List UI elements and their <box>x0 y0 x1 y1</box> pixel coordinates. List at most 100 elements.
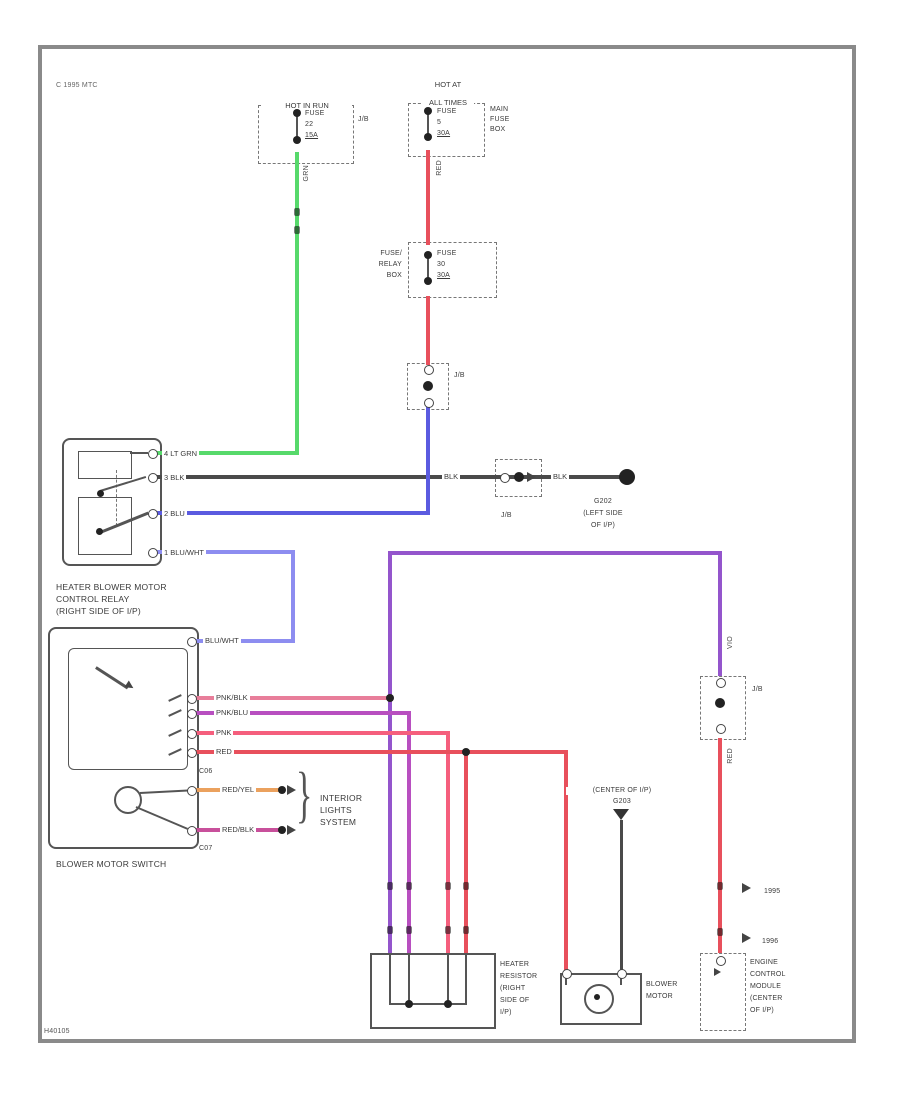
blower-motor-l1: BLOWER <box>646 981 678 988</box>
fuse-relay-box-l2: RELAY <box>378 261 402 268</box>
fuse-b-dot-top <box>424 107 432 115</box>
ref-1995: 1995 <box>764 888 781 895</box>
fuse-relay-box-l1: FUSE/ <box>380 250 402 257</box>
blower-stub-2 <box>620 977 622 985</box>
connector-c06: C06 <box>199 768 213 775</box>
resistor-l4: SIDE OF <box>500 997 530 1004</box>
wire-vio-jb <box>718 551 722 676</box>
jb-small-terminal-bottom <box>424 398 434 408</box>
bluwht-label: BLU/WHT <box>203 636 241 645</box>
fuse-a-number: 22 <box>305 121 314 128</box>
resistor-wire-2 <box>408 955 410 1005</box>
switch-lamp <box>114 786 142 814</box>
connector-mark <box>406 926 412 934</box>
interior-lights-l3: SYSTEM <box>320 817 357 827</box>
blower-terminal-red <box>562 969 572 979</box>
wire-red-fuse30 <box>426 296 430 365</box>
jb-inline-terminal <box>500 473 510 483</box>
resistor-element <box>389 1003 467 1005</box>
main-fuse-box-l3: BOX <box>490 126 506 133</box>
jb-small-dot <box>423 381 433 391</box>
main-fuse-box-l1: MAIN <box>490 106 509 113</box>
fuse-30-element <box>427 255 429 280</box>
redblk-end-dot <box>278 826 286 834</box>
fuse-a-header: HOT IN RUN <box>262 101 352 110</box>
ref-arrow-1 <box>742 883 751 893</box>
connector-mark <box>445 926 451 934</box>
wire-pnkblk <box>195 696 392 700</box>
resistor-l3: (RIGHT <box>500 985 526 992</box>
fuse-b-number: 5 <box>437 119 442 126</box>
blower-motor-symbol <box>584 984 614 1014</box>
red-label: RED <box>214 747 234 756</box>
wire-bluwht-h2 <box>195 639 295 643</box>
switch-terminal-redblk <box>187 826 197 836</box>
blk-label-left: BLK <box>442 472 461 481</box>
resistor-dot-2 <box>444 1000 452 1008</box>
jb-small-terminal-top <box>424 365 434 375</box>
ecm-l5: OF I/P) <box>750 1007 774 1014</box>
connector-mark <box>387 926 393 934</box>
g203-name: G203 <box>613 798 631 805</box>
wire-red-fuseb <box>426 150 430 245</box>
relay-link <box>130 452 148 454</box>
ecm-l1: ENGINE <box>750 959 779 966</box>
relay-t4-label: 4 LT GRN <box>162 449 200 458</box>
redyel-end-dot <box>278 786 286 794</box>
fuse-30-box <box>408 242 497 298</box>
resistor-wire-3 <box>447 955 449 1005</box>
fuse-a-dot-top <box>293 109 301 117</box>
redyel-arrow <box>287 785 296 795</box>
blower-terminal-blk <box>617 969 627 979</box>
blower-motor-switch-label: BLOWER MOTOR SWITCH <box>56 859 167 869</box>
jb-right-terminal-top <box>716 678 726 688</box>
jb-right-label: J/B <box>752 686 763 693</box>
ecm-l4: (CENTER <box>750 995 783 1002</box>
jb-right-box <box>700 676 746 740</box>
switch-terminal-pnkblu <box>187 709 197 719</box>
switch-terminal-pnk <box>187 729 197 739</box>
vio-label: VIO <box>727 636 734 649</box>
red-ecm-label: RED <box>727 748 734 764</box>
fuse-relay-box-l3: BOX <box>386 272 402 279</box>
relay-contact-dot <box>97 490 104 497</box>
relay-terminal-4 <box>148 449 158 459</box>
wire-blk-ground <box>152 475 627 479</box>
ecm-box <box>700 953 746 1031</box>
resistor-wire-4 <box>465 955 467 1005</box>
junction-dot-pnkblk <box>386 694 394 702</box>
ecm-l2: CONTROL <box>750 971 786 978</box>
relay-dashed-link <box>116 470 117 526</box>
fuse-30-dot-top <box>424 251 432 259</box>
connector-mark <box>387 882 393 890</box>
connector-mark <box>294 208 300 216</box>
heater-blower-relay <box>62 438 162 566</box>
ecm-terminal-arrow <box>714 968 721 976</box>
ref-1996: 1996 <box>762 938 779 945</box>
heater-resistor-box <box>370 953 496 1029</box>
wire-pnk-h <box>195 731 450 735</box>
jb-right-terminal-bottom <box>716 724 726 734</box>
wire-red-ecm <box>718 738 722 953</box>
fuse-b-name: FUSE <box>437 108 457 115</box>
wire-vio-horizontal <box>390 551 722 555</box>
connector-c07: C07 <box>199 845 213 852</box>
fuse-a-dot-bottom <box>293 136 301 144</box>
relay-name-l2: CONTROL RELAY <box>56 594 130 604</box>
page-code: H40105 <box>44 1028 70 1036</box>
redblk-arrow <box>287 825 296 835</box>
wire-pnk-v <box>446 731 450 953</box>
wire-bluwht-h1 <box>152 550 295 554</box>
relay-terminal-3 <box>148 473 158 483</box>
wire-bluwht-vertical <box>291 550 295 643</box>
wire-pnkblu-v <box>407 711 411 953</box>
interior-lights-brace: } <box>296 761 313 829</box>
g203-location: (CENTER OF I/P) <box>566 787 678 795</box>
jb-right-dot <box>715 698 725 708</box>
connector-mark <box>406 882 412 890</box>
wire-grn-label: GRN <box>303 165 310 182</box>
jb-inline-dot <box>514 472 524 482</box>
connector-mark <box>463 882 469 890</box>
fuse-b-header1: HOT AT <box>426 80 470 89</box>
switch-terminal-redyel <box>187 786 197 796</box>
